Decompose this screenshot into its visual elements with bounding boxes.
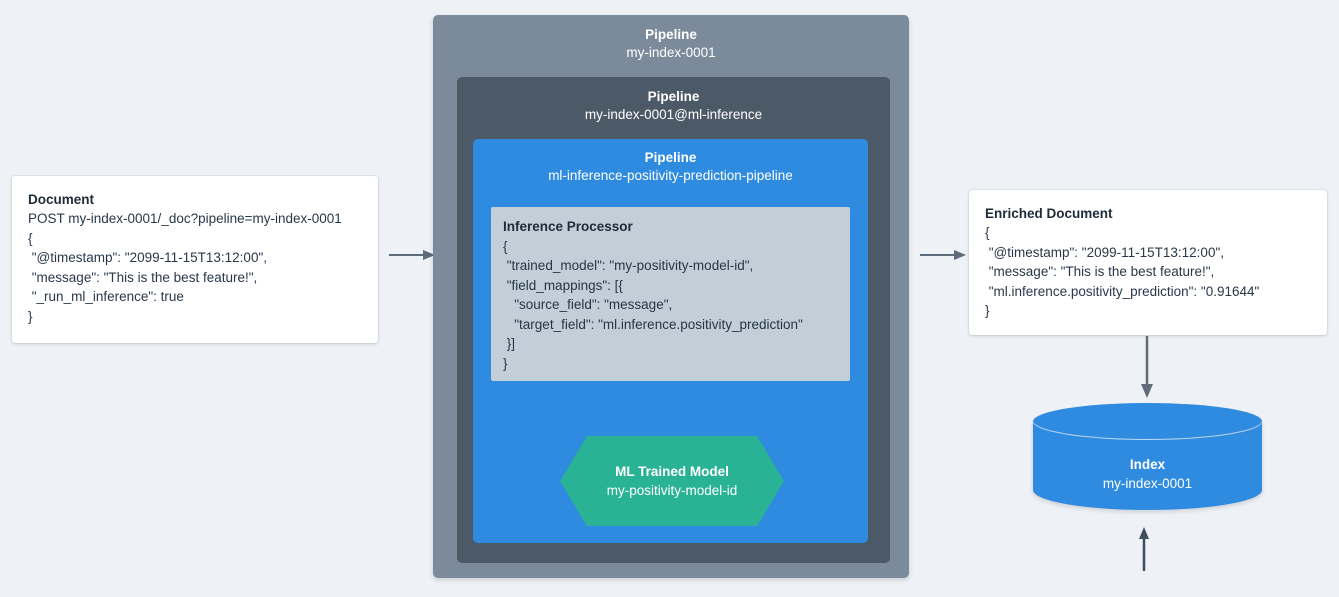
inference-processor-line-0: { <box>503 238 508 254</box>
inference-processor-line-1: "trained_model": "my-positivity-model-id… <box>503 258 754 273</box>
inference-processor-line-5: }] <box>503 336 516 351</box>
enriched-document-line-1: "@timestamp": "2099-11-15T13:12:00", <box>985 244 1224 260</box>
enriched-document-line-2: "message": "This is the best feature!", <box>985 264 1215 279</box>
cylinder-top-ellipse-icon <box>1033 403 1262 440</box>
index-cylinder: Index my-index-0001 <box>1033 403 1262 528</box>
enriched-document-line-0: { <box>985 225 990 240</box>
inference-processor-line-4: "target_field": "ml.inference.positivity… <box>503 316 803 332</box>
inference-processor-line-2: "field_mappings": [{ <box>503 277 623 293</box>
document-card-line-5: } <box>28 308 33 324</box>
pipeline-inner: Pipeline ml-inference-positivity-predict… <box>473 139 1149 571</box>
document-card-line-4: "_run_ml_inference": true <box>28 289 184 304</box>
pipeline-inner-name: ml-inference-positivity-prediction-pipel… <box>548 168 793 183</box>
arrow-document-to-pipeline-icon <box>389 248 435 267</box>
pipeline-mid-name: my-index-0001@ml-inference <box>584 107 763 122</box>
pipeline-inner-kind: Pipeline <box>644 150 697 165</box>
pipeline-outer-name: my-index-0001 <box>626 45 716 60</box>
inference-processor-title: Inference Processor <box>503 219 633 234</box>
enriched-document-title: Enriched Document <box>985 206 1113 221</box>
inference-processor-box: Inference Processor { "trained_model": "… <box>489 205 852 383</box>
inference-processor-line-3: "source_field": "message", <box>503 297 673 312</box>
document-card-line-0: POST my-index-0001/_doc?pipeline=my-inde… <box>28 211 342 226</box>
arrow-model-to-processor-icon <box>1137 527 1151 576</box>
arrow-pipeline-to-enriched-document-icon <box>920 248 966 267</box>
pipeline-outer: Pipeline my-index-0001 Pipeline my-index… <box>433 15 1149 578</box>
pipeline-outer-header: Pipeline my-index-0001 <box>433 15 909 62</box>
document-card-title: Document <box>28 192 95 207</box>
document-card: Document POST my-index-0001/_doc?pipelin… <box>12 176 378 343</box>
pipeline-outer-kind: Pipeline <box>645 27 697 42</box>
pipeline-mid: Pipeline my-index-0001@ml-inference Pipe… <box>457 77 1149 571</box>
enriched-document-line-3: "ml.inference.positivity_prediction": "0… <box>985 283 1260 299</box>
index-label: Index my-index-0001 <box>1033 455 1262 493</box>
enriched-document-card: Enriched Document { "@timestamp": "2099-… <box>969 190 1327 335</box>
index-title: Index <box>1129 457 1166 472</box>
inference-processor-line-6: } <box>503 355 508 371</box>
arrow-enriched-document-to-index-icon <box>1139 336 1155 403</box>
enriched-document-line-4: } <box>985 303 990 318</box>
pipeline-inner-header: Pipeline ml-inference-positivity-predict… <box>473 139 868 185</box>
hexagon-shape-icon <box>560 436 784 526</box>
index-name: my-index-0001 <box>1102 476 1193 491</box>
document-card-line-1: { <box>28 230 33 246</box>
pipeline-mid-header: Pipeline my-index-0001@ml-inference <box>457 77 890 124</box>
document-card-line-2: "@timestamp": "2099-11-15T13:12:00", <box>28 250 267 265</box>
pipeline-mid-kind: Pipeline <box>647 89 700 104</box>
ml-trained-model-node: ML Trained Model my-positivity-model-id <box>560 436 784 526</box>
document-card-line-3: "message": "This is the best feature!", <box>28 269 258 285</box>
